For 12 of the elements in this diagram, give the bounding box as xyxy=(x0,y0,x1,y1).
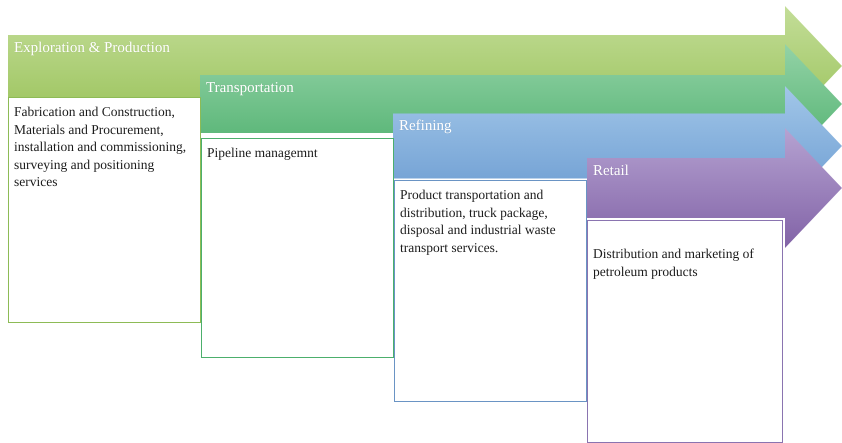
stage-title: Refining xyxy=(399,118,452,135)
description-text: Fabrication and Construction, Materials and Procurement, installation and commissioning, surveying and positioning services xyxy=(14,103,188,191)
description-card xyxy=(8,97,201,323)
stage-title: Exploration & Production xyxy=(14,40,170,57)
description-text: Product transportation and distribution, truck package, disposal and industrial waste transport services. xyxy=(400,186,557,256)
description-text: Distribution and marketing of petroleum products xyxy=(593,245,755,280)
stage-title: Transportation xyxy=(206,80,294,97)
description-card xyxy=(394,180,587,402)
description-card xyxy=(587,220,783,443)
stage-title: Retail xyxy=(593,163,629,180)
description-card xyxy=(201,138,394,358)
description-text: Pipeline managemnt xyxy=(207,144,319,162)
